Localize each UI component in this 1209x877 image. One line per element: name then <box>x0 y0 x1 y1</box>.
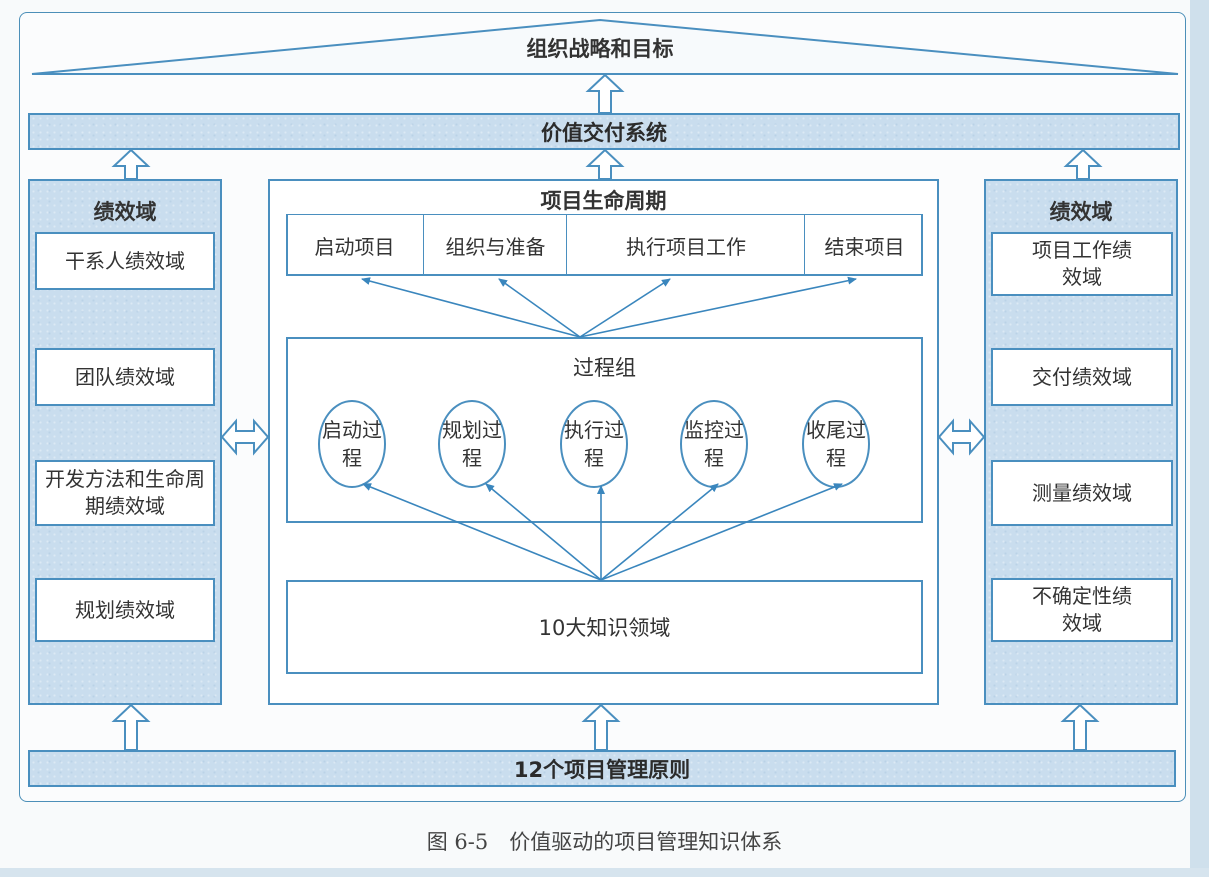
process-label: 启动过程 <box>322 418 382 470</box>
domain-box-development-lifecycle: 开发方法和生命周期绩效域 <box>35 460 215 526</box>
value-delivery-label: 价值交付系统 <box>541 120 667 145</box>
knowledge-areas-label: 10大知识领域 <box>538 616 671 640</box>
domain-box-project-work: 项目工作绩效域 <box>991 232 1173 296</box>
domain-box-measurement: 测量绩效域 <box>991 460 1173 526</box>
hollow-arrow-up-icon <box>111 148 151 180</box>
process-label: 收尾过程 <box>806 418 866 470</box>
lifecycle-title: 项目生命周期 <box>540 189 667 213</box>
hollow-arrow-up-icon <box>1060 703 1100 751</box>
process-label: 规划过程 <box>442 418 502 470</box>
process-initiating: 启动过程 <box>318 400 386 488</box>
domain-box-planning: 规划绩效域 <box>35 578 215 642</box>
hollow-arrow-up-icon <box>581 703 621 751</box>
page-edge-strip <box>1190 0 1209 877</box>
arrow-to-process-initiating <box>362 483 602 581</box>
strategy-label: 组织战略和目标 <box>526 37 674 61</box>
process-planning: 规划过程 <box>438 400 506 488</box>
hollow-arrow-up-icon <box>585 73 625 114</box>
arrow-to-process-planning <box>485 483 602 581</box>
phase-label: 执行项目工作 <box>626 234 746 259</box>
arrow-to-process-closing <box>600 483 843 581</box>
knowledge-areas-box: 10大知识领域 <box>286 580 923 674</box>
double-arrow-icon <box>937 418 986 456</box>
domain-label: 项目工作绩效域 <box>1032 238 1132 289</box>
left-domains-title: 绩效域 <box>93 200 157 224</box>
arrow-to-process-monitoring <box>600 483 719 581</box>
domain-box-team: 团队绩效域 <box>35 348 215 406</box>
domain-label: 不确定性绩效域 <box>1032 584 1132 635</box>
hollow-arrow-up-icon <box>585 148 625 180</box>
phase-label: 结束项目 <box>824 234 905 259</box>
phase-organize-prepare: 组织与准备 <box>423 214 567 276</box>
double-arrow-icon <box>220 418 270 456</box>
domain-label: 开发方法和生命周期绩效域 <box>45 467 205 518</box>
process-label: 执行过程 <box>564 418 624 470</box>
arrow-to-phase-organize <box>498 278 581 338</box>
process-closing: 收尾过程 <box>802 400 870 488</box>
lifecycle-row <box>286 214 923 276</box>
domain-label: 交付绩效域 <box>1032 364 1132 389</box>
domain-label: 测量绩效域 <box>1032 480 1132 505</box>
hollow-arrow-up-icon <box>111 703 151 751</box>
right-domains-title: 绩效域 <box>1049 200 1113 224</box>
domain-label: 团队绩效域 <box>75 364 175 389</box>
phase-close: 结束项目 <box>804 214 924 276</box>
phase-execute-work: 执行项目工作 <box>566 214 805 276</box>
arrow-to-phase-execute <box>579 278 671 338</box>
arrow-to-phase-close <box>579 276 857 338</box>
figure-caption: 图 6-5 价值驱动的项目管理知识体系 <box>426 830 783 854</box>
phase-label: 启动项目 <box>314 234 395 259</box>
process-groups-title: 过程组 <box>573 356 636 380</box>
phase-initiate: 启动项目 <box>286 214 423 276</box>
phase-label: 组织与准备 <box>445 234 546 259</box>
domain-box-uncertainty: 不确定性绩效域 <box>991 578 1173 642</box>
domain-label: 干系人绩效域 <box>65 248 185 273</box>
process-executing: 执行过程 <box>560 400 628 488</box>
page-bottom-strip <box>0 868 1209 877</box>
domain-box-stakeholder: 干系人绩效域 <box>35 232 215 290</box>
hollow-arrow-up-icon <box>1063 148 1103 180</box>
domain-box-delivery: 交付绩效域 <box>991 348 1173 406</box>
arrow-to-phase-initiate <box>361 277 581 338</box>
principles-label: 12个项目管理原则 <box>513 757 691 782</box>
process-monitoring: 监控过程 <box>680 400 748 488</box>
process-label: 监控过程 <box>684 418 744 470</box>
domain-label: 规划绩效域 <box>75 597 175 622</box>
